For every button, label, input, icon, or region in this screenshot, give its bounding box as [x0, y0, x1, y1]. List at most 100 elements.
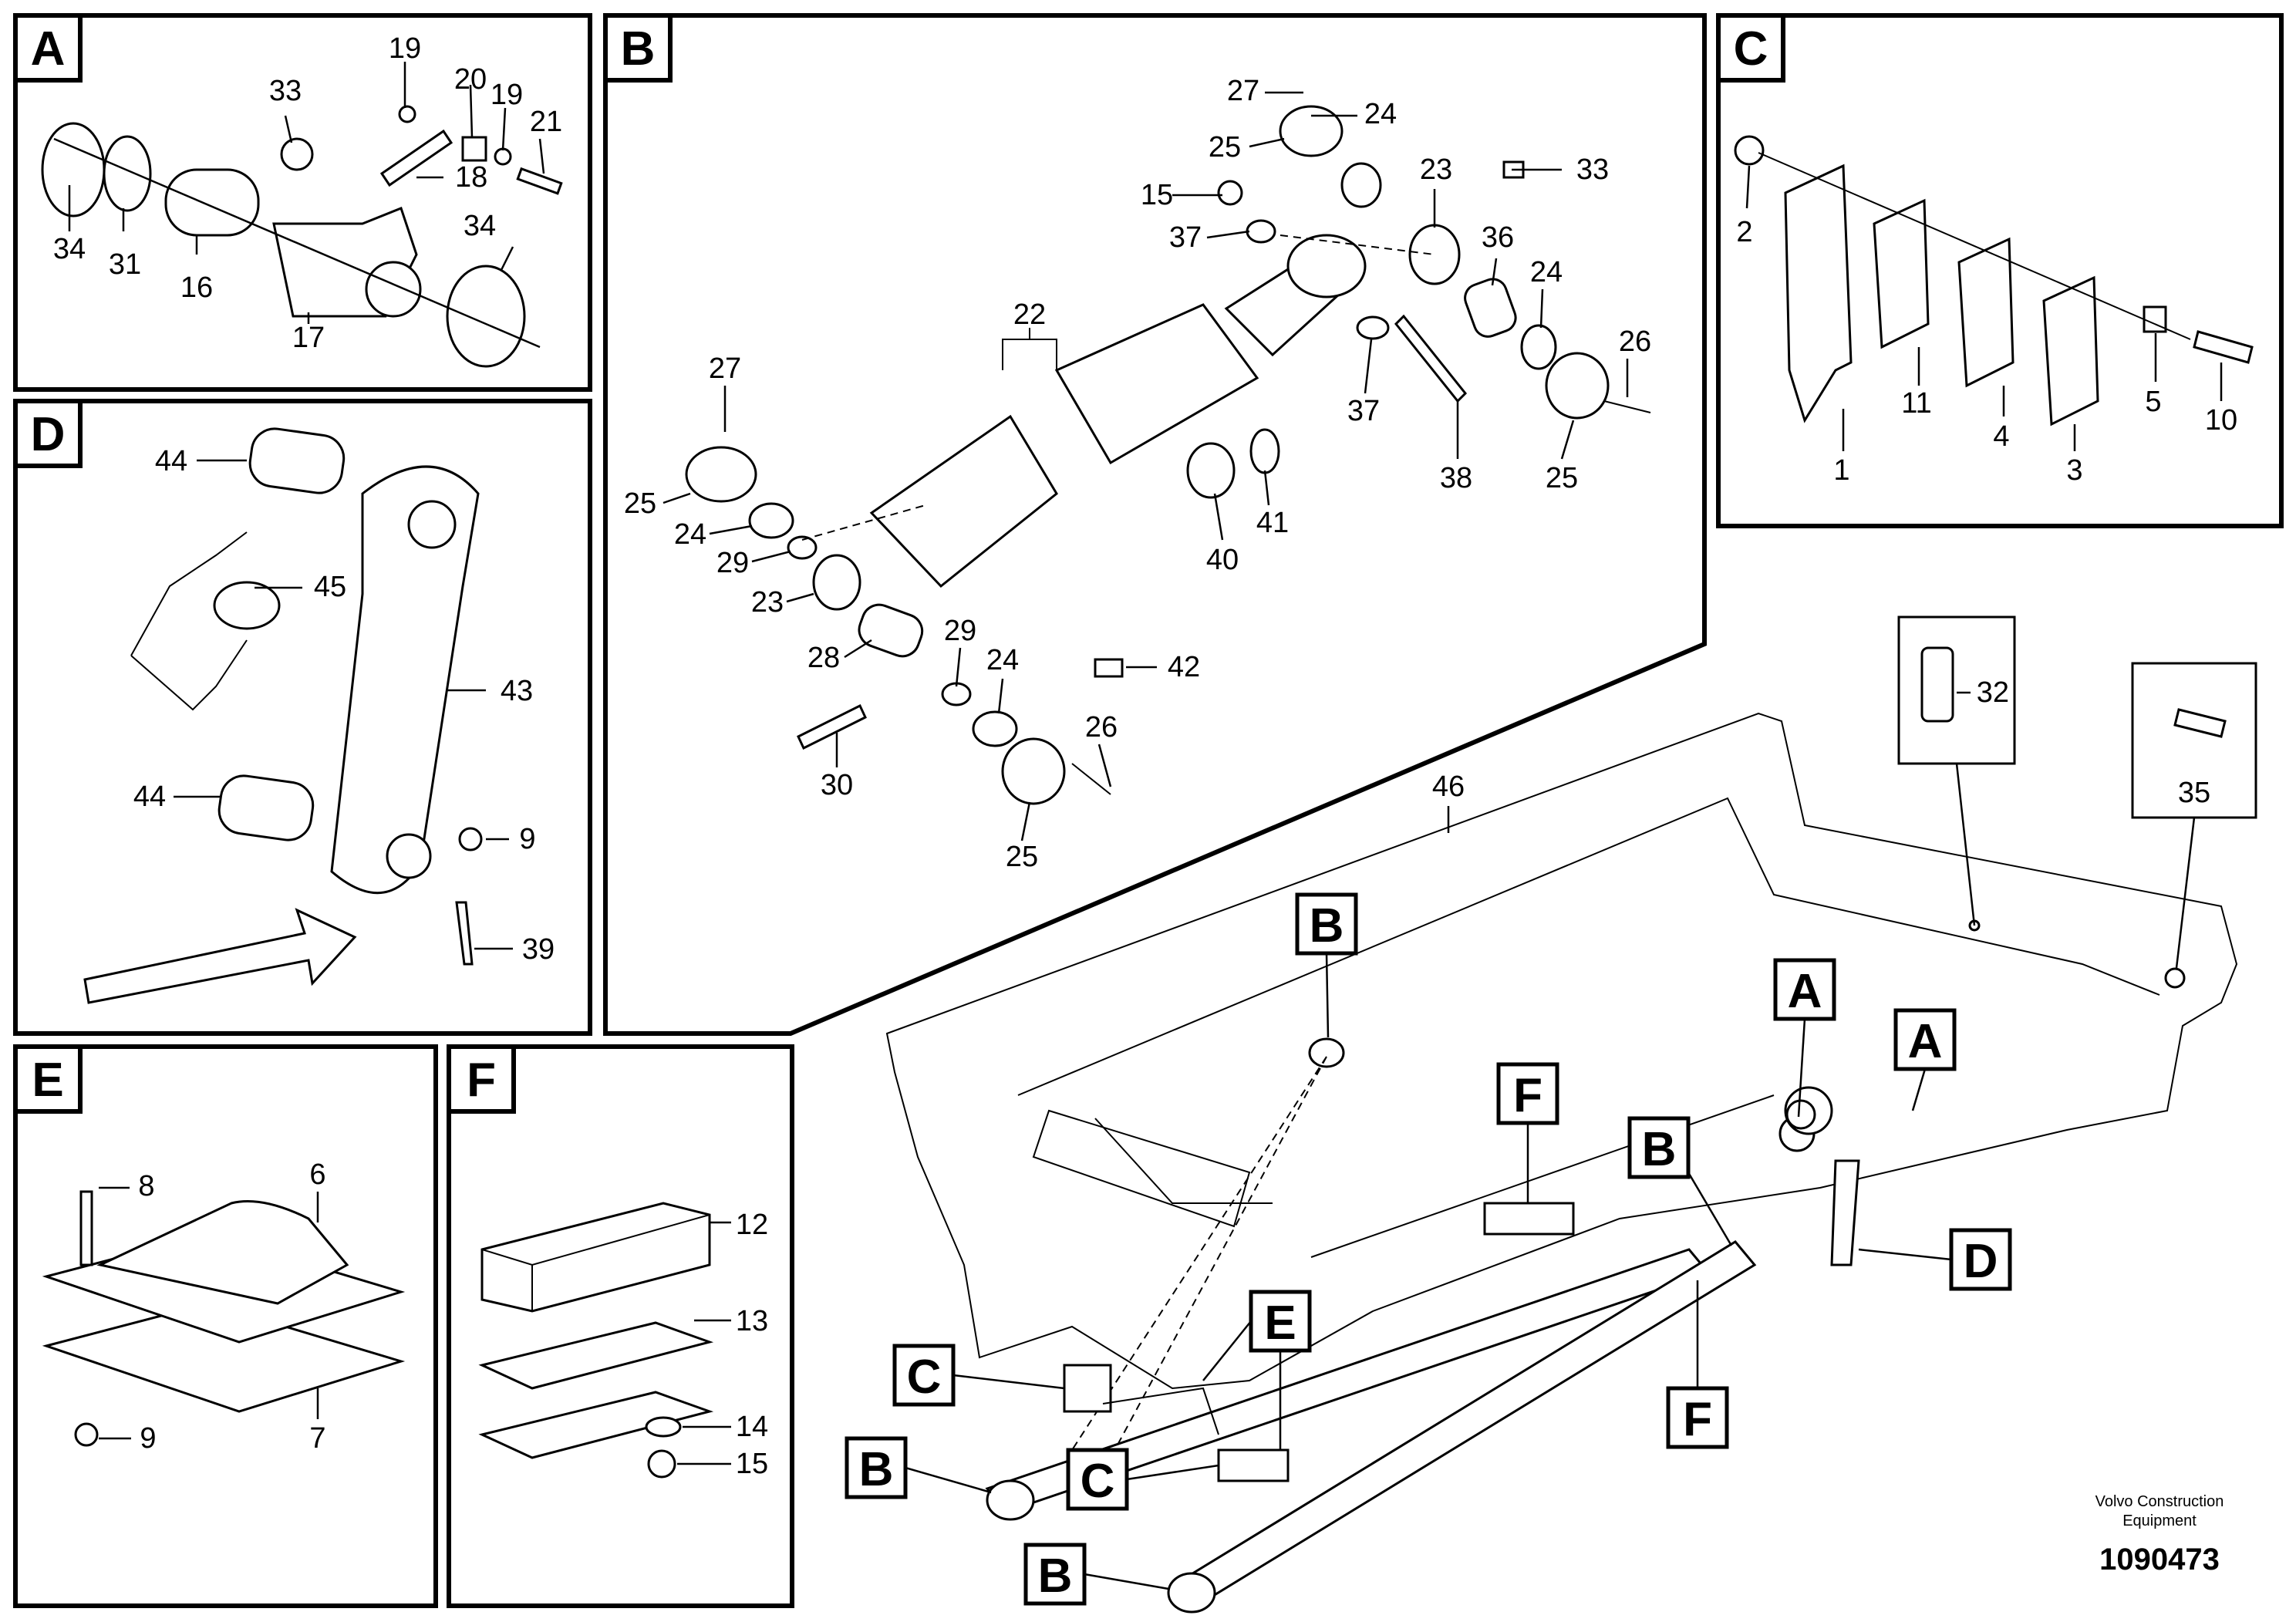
dump-body-inner — [1017, 797, 2160, 1258]
b-callout-27b: 27 — [709, 352, 741, 385]
bushing-16 — [164, 168, 260, 237]
shim-3 — [2042, 275, 2099, 427]
b-callout-25c: 25 — [1546, 462, 1578, 494]
ring-24b — [1520, 324, 1557, 370]
ring-24a — [1340, 162, 1382, 208]
panel-f: F 12 13 14 15 — [447, 1044, 794, 1608]
panel-d: D 44 45 43 44 9 39 — [13, 399, 592, 1036]
d-callout-43: 43 — [501, 675, 533, 707]
callout-17: 17 — [292, 322, 325, 354]
plate-1 — [1784, 164, 1853, 423]
nut-9 — [74, 1422, 99, 1447]
e-callout-7: 7 — [309, 1422, 325, 1455]
b-callout-36: 36 — [1482, 221, 1514, 254]
bolt-38 — [1394, 314, 1468, 403]
callout-34b: 34 — [464, 210, 496, 242]
callout-46: 46 — [1432, 771, 1465, 803]
c-callout-5: 5 — [2145, 386, 2161, 418]
b-callout-26a: 26 — [1619, 325, 1651, 358]
b-callout-33: 33 — [1576, 153, 1609, 186]
callout-tag-b-left: B — [845, 1436, 992, 1499]
c-callout-3: 3 — [2066, 454, 2082, 487]
ring-29b — [941, 682, 972, 706]
b-callout-27a: 27 — [1227, 75, 1259, 107]
shim-11 — [1873, 198, 1930, 349]
cover-6 — [96, 1200, 349, 1305]
washer-19 — [398, 105, 416, 123]
callout-31: 31 — [109, 248, 141, 281]
fitting-42 — [1094, 658, 1124, 678]
bolt-35-location — [2164, 967, 2186, 989]
pin-36 — [1464, 278, 1517, 338]
b-callout-24b: 24 — [1530, 256, 1563, 288]
svg-text:B: B — [1038, 1549, 1073, 1603]
d-callout-44b: 44 — [133, 781, 166, 813]
cylinder-top-fitting — [1308, 1037, 1345, 1068]
panel-e-tag-box — [13, 1044, 83, 1114]
f-callout-15: 15 — [736, 1448, 768, 1480]
pad-c-low — [1217, 1448, 1290, 1482]
tool-box-f — [1483, 1202, 1575, 1236]
box-12-edges — [481, 1214, 710, 1311]
callout-19: 19 — [389, 32, 421, 65]
bolt-35 — [2173, 708, 2227, 738]
shim-4 — [1957, 237, 2014, 388]
callout-18: 18 — [455, 161, 487, 194]
washer-14 — [645, 1416, 682, 1438]
pin-44b — [217, 774, 315, 841]
panel-a-tag: A — [31, 22, 66, 76]
b-callout-41: 41 — [1256, 507, 1289, 539]
e-callout-8: 8 — [138, 1170, 154, 1202]
rod-eye — [1286, 234, 1367, 298]
b-callout-15: 15 — [1141, 179, 1173, 211]
panel-c-frame — [1716, 13, 2284, 528]
seal-ring-34b — [446, 265, 526, 368]
callout-35: 35 — [2178, 777, 2210, 809]
b-callout-42: 42 — [1168, 651, 1200, 683]
b-callout-23a: 23 — [1420, 153, 1452, 186]
svg-text:F: F — [1513, 1069, 1542, 1122]
svg-text:D: D — [1964, 1235, 1998, 1288]
svg-text:F: F — [1683, 1393, 1712, 1446]
c-callout-1: 1 — [1833, 454, 1849, 487]
cylinder-head — [869, 414, 1058, 588]
b-callout-24a: 24 — [1364, 98, 1397, 130]
chain-45 — [130, 531, 248, 711]
pin-44a — [248, 427, 346, 494]
washer-31 — [103, 135, 152, 212]
b-callout-28: 28 — [807, 642, 840, 674]
panel-f-frame — [447, 1044, 794, 1608]
bolt-30 — [797, 703, 867, 750]
nut-15 — [1217, 180, 1243, 206]
callout-tag-f-mid: F — [1496, 1062, 1559, 1203]
callout-tag-a-right: A — [1893, 1008, 1957, 1111]
screw-2 — [1734, 135, 1765, 166]
svg-text:B: B — [1642, 1123, 1677, 1176]
panel-b-tag-box — [603, 13, 673, 83]
callout-tag-c-low: C — [1066, 1448, 1219, 1511]
drawing-number: 1090473 — [2099, 1543, 2220, 1576]
cylinder-barrel — [1054, 303, 1259, 465]
panel-c-tag-box — [1716, 13, 1785, 83]
washer-37b — [1356, 315, 1390, 340]
svg-text:C: C — [1081, 1455, 1115, 1508]
bolt-10 — [2193, 330, 2254, 364]
link-43 — [330, 465, 480, 895]
b-callout-30: 30 — [821, 769, 853, 801]
plate-18 — [379, 129, 453, 187]
d-callout-44a: 44 — [155, 445, 187, 477]
b-callout-40: 40 — [1206, 544, 1239, 576]
brand-line-1: Volvo Construction — [2095, 1493, 2224, 1510]
c-callout-10: 10 — [2205, 404, 2237, 437]
svg-text:C: C — [907, 1351, 942, 1404]
callout-21: 21 — [530, 106, 562, 138]
panel-a-frame — [13, 13, 592, 392]
svg-text:B: B — [1310, 899, 1344, 953]
overview-assembly: 32 35 46 B A A F B — [845, 615, 2257, 1614]
washer-19b — [494, 147, 512, 166]
callout-tag-f-low: F — [1666, 1280, 1729, 1449]
f-callout-12: 12 — [736, 1209, 768, 1241]
f-callout-13: 13 — [736, 1305, 768, 1337]
grease-nipple-33 — [280, 137, 314, 171]
pin-17-head — [365, 261, 422, 318]
